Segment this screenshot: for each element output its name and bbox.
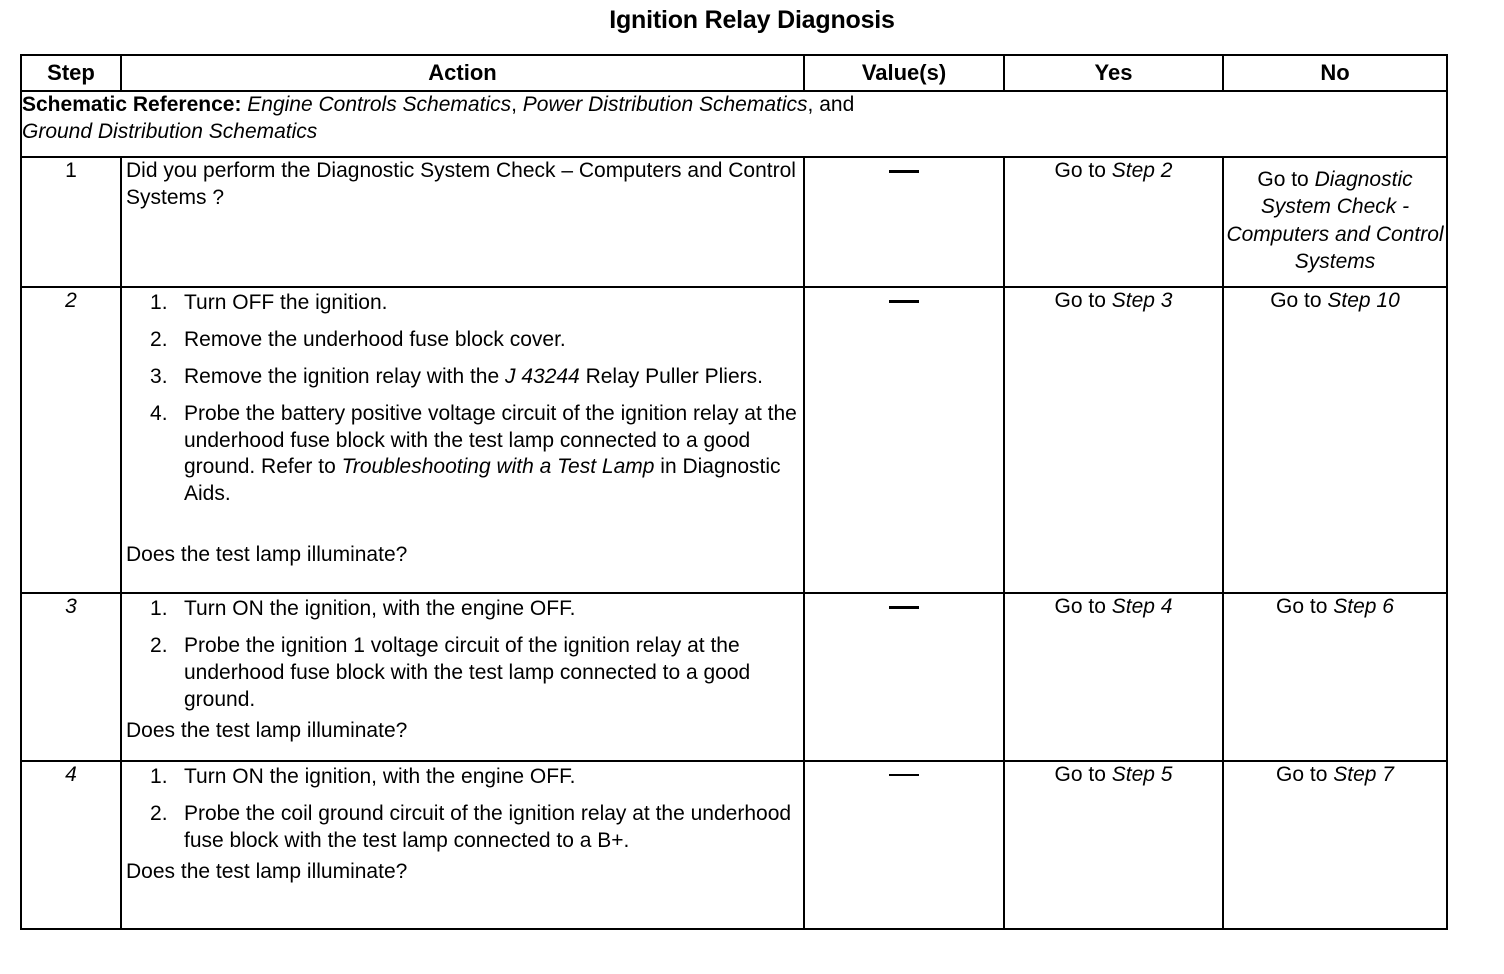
table-row: 1 Did you perform the Diagnostic System … [20,156,1448,288]
no-branch-text: Go to [1270,289,1328,312]
step-action: Turn ON the ignition, with the engine OF… [120,592,805,762]
step-number: 4 [20,760,122,930]
table-header-row: Step Action Value(s) Yes No [20,54,1448,92]
list-item: Turn OFF the ignition. [150,290,803,317]
instruction-text: Probe the ignition 1 voltage circuit of … [184,633,751,711]
step-yes-branch: Go to Step 2 [1003,156,1224,288]
step-value [803,592,1005,762]
instruction-ref: Troubleshooting with a Test Lamp [341,455,655,479]
table-row: 4 Turn ON the ignition, with the engine … [20,760,1448,930]
step-value [803,760,1005,930]
yes-branch-text: Go to [1054,289,1112,312]
no-branch-text: Go to [1257,168,1315,191]
step-instruction-list: Turn ON the ignition, with the engine OF… [122,764,803,855]
step-no-branch: Go to Step 7 [1222,760,1448,930]
no-branch-text: Go to [1276,595,1334,618]
step-action: Turn OFF the ignition. Remove the underh… [120,286,805,594]
list-item: Probe the ignition 1 voltage circuit of … [150,633,803,714]
yes-branch-ref: Step 4 [1111,595,1173,618]
instruction-text: Probe the battery positive voltage circu… [184,401,797,479]
schematic-reference-link-3: Ground Distribution Schematics [22,119,318,143]
instruction-text: Turn ON the ignition, with the engine OF… [184,597,576,620]
diagnostic-table: Step Action Value(s) Yes No Schematic Re… [20,54,1448,930]
step-question: Does the test lamp illuminate? [126,543,408,567]
step-no-branch: Go to Step 10 [1222,286,1448,594]
schematic-reference-link-1: Engine Controls Schematics [247,93,512,116]
instruction-text-post: Relay Puller Pliers. [579,364,763,388]
step-number: 2 [20,286,122,594]
schematic-reference-sep-2: , and [807,93,855,116]
yes-branch-ref: Step 3 [1111,289,1173,312]
list-item: Turn ON the ignition, with the engine OF… [150,764,803,791]
column-header-yes: Yes [1003,54,1224,92]
no-branch-text: Go to [1276,763,1334,786]
no-branch-ref: Step 7 [1333,763,1394,786]
column-header-values: Value(s) [803,54,1005,92]
step-question: Does the test lamp illuminate? [126,718,408,742]
step-yes-branch: Go to Step 3 [1003,286,1224,594]
column-header-no: No [1222,54,1448,92]
em-dash-mark [889,774,919,777]
step-yes-branch: Go to Step 5 [1003,760,1224,930]
em-dash-mark [889,169,919,173]
em-dash-mark [889,299,919,303]
schematic-reference-cell: Schematic Reference: Engine Controls Sch… [20,90,1448,158]
step-action: Did you perform the Diagnostic System Ch… [120,156,805,288]
step-number: 1 [20,156,122,288]
table-row: 2 Turn OFF the ignition. Remove the unde… [20,286,1448,594]
yes-branch-text: Go to [1054,595,1112,618]
step-question: Did you perform the Diagnostic System Ch… [126,159,796,209]
step-action: Turn ON the ignition, with the engine OF… [120,760,805,930]
instruction-text: Turn ON the ignition, with the engine OF… [184,765,576,788]
instruction-text: Probe the coil ground circuit of the ign… [184,801,792,852]
em-dash-mark [889,605,919,609]
step-yes-branch: Go to Step 4 [1003,592,1224,762]
schematic-reference-link-2: Power Distribution Schematics [522,93,808,116]
list-item: Remove the ignition relay with the J 432… [150,364,803,391]
table-row: 3 Turn ON the ignition, with the engine … [20,592,1448,762]
schematic-reference-sep-1: , [511,93,517,116]
no-branch-ref: Diagnostic System Check - Computers and … [1226,168,1444,273]
step-no-branch: Go to Step 6 [1222,592,1448,762]
list-item: Probe the battery positive voltage circu… [150,401,803,509]
yes-branch-text: Go to [1054,763,1112,786]
list-item: Probe the coil ground circuit of the ign… [150,801,803,855]
yes-branch-ref: Step 2 [1111,159,1173,182]
column-header-action: Action [120,54,805,92]
yes-branch-ref: Step 5 [1111,763,1173,786]
step-value [803,286,1005,594]
instruction-text: Remove the underhood fuse block cover. [184,327,566,351]
no-branch-ref: Step 6 [1333,595,1394,618]
step-value [803,156,1005,288]
no-branch-ref: Step 10 [1327,289,1400,312]
step-no-branch: Go to Diagnostic System Check - Computer… [1222,156,1448,288]
instruction-text: Turn OFF the ignition. [184,291,388,314]
instruction-text: Remove the ignition relay with the [184,364,505,388]
page-title: Ignition Relay Diagnosis [609,6,895,34]
schematic-reference-label: Schematic Reference: [22,93,242,116]
schematic-reference-row: Schematic Reference: Engine Controls Sch… [20,90,1448,158]
step-number: 3 [20,592,122,762]
step-instruction-list: Turn OFF the ignition. Remove the underh… [122,290,803,508]
step-question: Does the test lamp illuminate? [126,859,408,883]
instruction-text-post: in Diagnostic Aids. [184,455,781,506]
list-item: Remove the underhood fuse block cover. [150,327,803,354]
instruction-ref: J 43244 [505,364,580,388]
column-header-step: Step [20,54,122,92]
step-instruction-list: Turn ON the ignition, with the engine OF… [122,596,803,714]
yes-branch-text: Go to [1054,159,1112,182]
list-item: Turn ON the ignition, with the engine OF… [150,596,803,623]
